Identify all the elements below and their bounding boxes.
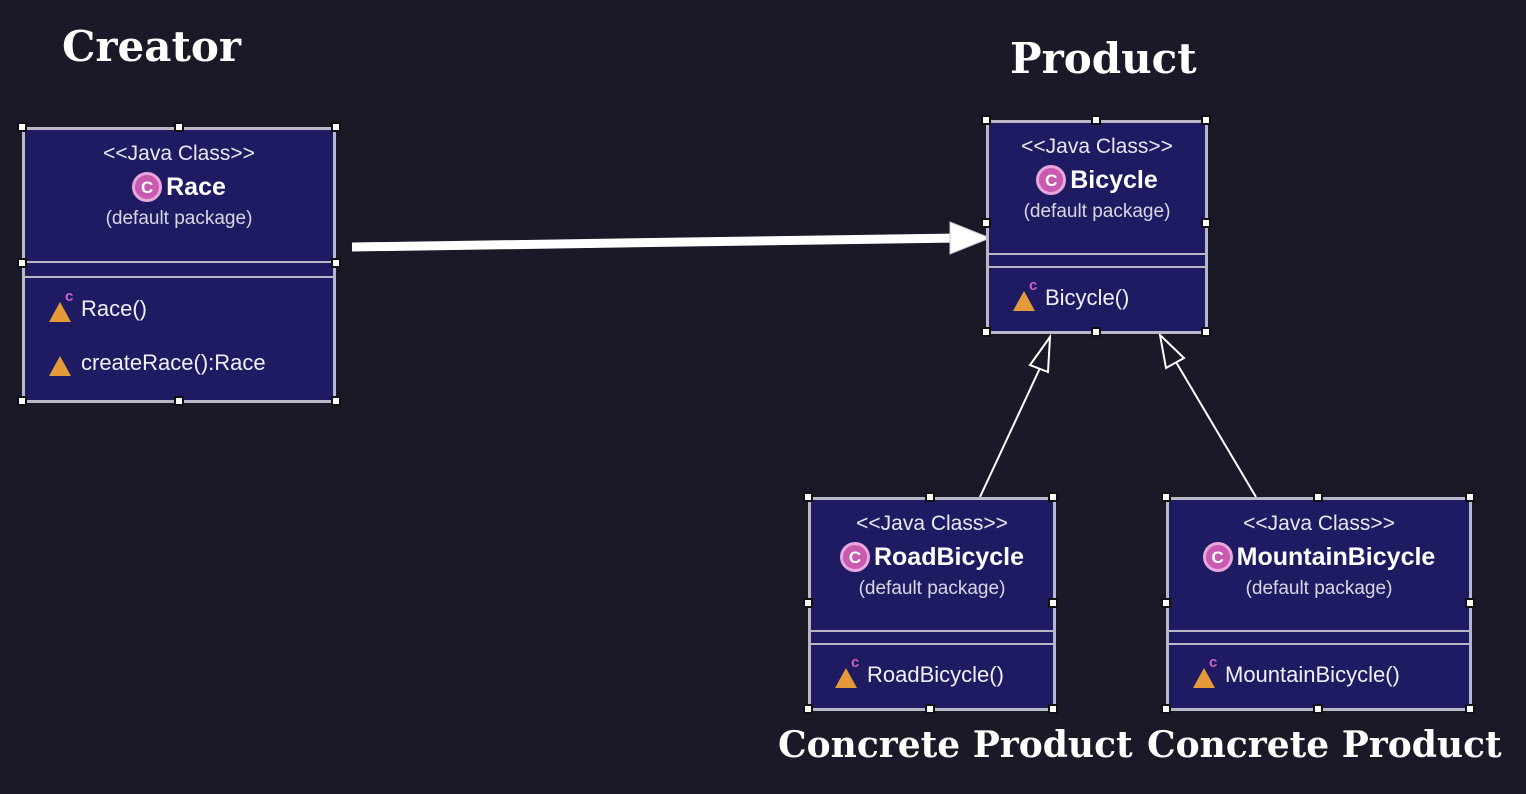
resize-handle[interactable] (981, 327, 991, 337)
stereotype-label: <<Java Class>> (1021, 135, 1173, 158)
class-name: RoadBicycle (873, 542, 1025, 571)
resize-handle[interactable] (981, 115, 991, 125)
package-label: (default package) (105, 208, 253, 229)
class-icon: C (1202, 542, 1233, 572)
section-divider (25, 276, 333, 278)
resize-handle[interactable] (331, 122, 341, 132)
stereotype-label: <<Java Class>> (856, 512, 1008, 535)
method-label: MountainBicycle() (1225, 662, 1400, 687)
package-label: (default package) (1245, 578, 1393, 599)
resize-handle[interactable] (331, 258, 341, 268)
creator-title: Creator (62, 22, 242, 71)
generalization-arrowhead-road (1028, 333, 1052, 374)
class-box-bicycle[interactable]: <<Java Class>> C Bicycle (default packag… (986, 120, 1208, 334)
method-icon: c (47, 288, 75, 322)
method-row[interactable]: c Bicycle() (1011, 277, 1130, 311)
class-name: Bicycle (1070, 165, 1158, 194)
resize-handle[interactable] (803, 598, 813, 608)
resize-handle[interactable] (1201, 115, 1211, 125)
resize-handle[interactable] (1048, 598, 1058, 608)
section-divider (1169, 630, 1469, 632)
resize-handle[interactable] (1313, 492, 1323, 502)
resize-handle[interactable] (1048, 492, 1058, 502)
association-line (351, 233, 961, 252)
class-name: Race (166, 172, 226, 201)
resize-handle[interactable] (1465, 492, 1475, 502)
concrete-product-title-left: Concrete Product (778, 724, 1133, 766)
method-icon: c (1011, 277, 1039, 311)
section-divider (25, 261, 333, 263)
resize-handle[interactable] (925, 492, 935, 502)
resize-handle[interactable] (1465, 704, 1475, 714)
method-icon: c (833, 654, 861, 688)
resize-handle[interactable] (174, 396, 184, 406)
package-label: (default package) (1023, 201, 1171, 222)
resize-handle[interactable] (1161, 492, 1171, 502)
resize-handle[interactable] (1161, 598, 1171, 608)
resize-handle[interactable] (925, 704, 935, 714)
class-name: MountainBicycle (1236, 542, 1436, 571)
generalization-line-road (979, 367, 1041, 498)
resize-handle[interactable] (803, 492, 813, 502)
method-row[interactable]: createRace():Race (47, 350, 266, 376)
method-icon (47, 350, 75, 376)
resize-handle[interactable] (17, 396, 27, 406)
resize-handle[interactable] (981, 218, 991, 228)
resize-handle[interactable] (1465, 598, 1475, 608)
section-divider (989, 266, 1205, 268)
stereotype-label: <<Java Class>> (1243, 512, 1395, 535)
resize-handle[interactable] (1201, 327, 1211, 337)
resize-handle[interactable] (1048, 704, 1058, 714)
resize-handle[interactable] (1313, 704, 1323, 714)
method-label: createRace():Race (81, 350, 266, 375)
association-arrowhead (949, 221, 992, 255)
resize-handle[interactable] (17, 258, 27, 268)
class-box-road-bicycle[interactable]: <<Java Class>> C RoadBicycle (default pa… (808, 497, 1056, 711)
section-divider (989, 253, 1205, 255)
resize-handle[interactable] (1161, 704, 1171, 714)
class-icon: C (839, 542, 870, 572)
concrete-product-title-right: Concrete Product (1147, 724, 1502, 766)
method-label: Race() (81, 296, 148, 321)
method-label: Bicycle() (1045, 285, 1130, 310)
resize-handle[interactable] (174, 122, 184, 132)
method-icon: c (1191, 654, 1219, 688)
method-row[interactable]: c RoadBicycle() (833, 654, 1004, 688)
product-title: Product (1010, 34, 1197, 83)
generalization-line-mountain (1175, 361, 1257, 498)
stereotype-label: <<Java Class>> (103, 142, 255, 165)
section-divider (1169, 643, 1469, 645)
section-divider (811, 630, 1053, 632)
method-row[interactable]: c Race() (47, 288, 148, 322)
resize-handle[interactable] (17, 122, 27, 132)
package-label: (default package) (858, 578, 1006, 599)
resize-handle[interactable] (1091, 115, 1101, 125)
generalization-arrowhead-mountain (1158, 332, 1186, 370)
resize-handle[interactable] (803, 704, 813, 714)
resize-handle[interactable] (1091, 327, 1101, 337)
method-label: RoadBicycle() (867, 662, 1004, 687)
resize-handle[interactable] (1201, 218, 1211, 228)
section-divider (811, 643, 1053, 645)
class-box-race[interactable]: <<Java Class>> C Race (default package) … (22, 127, 336, 403)
resize-handle[interactable] (331, 396, 341, 406)
method-row[interactable]: c MountainBicycle() (1191, 654, 1400, 688)
class-icon: C (132, 172, 163, 202)
class-icon: C (1036, 165, 1067, 195)
class-box-mountain-bicycle[interactable]: <<Java Class>> C MountainBicycle (defaul… (1166, 497, 1472, 711)
